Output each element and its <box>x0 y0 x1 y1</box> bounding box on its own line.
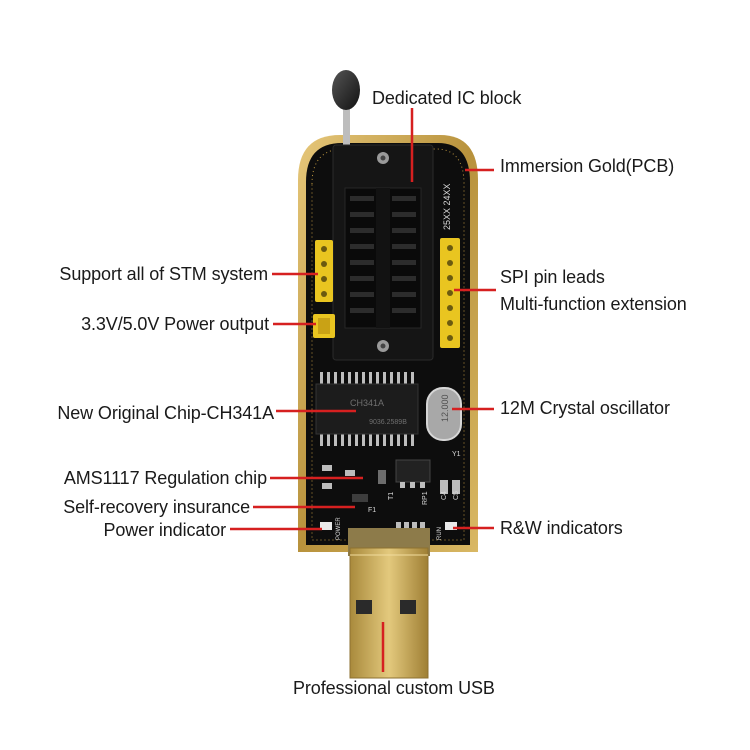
svg-text:RUN: RUN <box>437 527 443 540</box>
svg-text:12.000: 12.000 <box>440 394 450 422</box>
label-support-stm: Support all of STM system <box>59 264 268 284</box>
power-jumper <box>313 314 335 338</box>
label-multi-function: Multi-function extension <box>500 294 687 314</box>
ch341a-chip: CH341A 9036.2589B <box>315 372 419 446</box>
svg-text:C4: C4 <box>441 491 448 500</box>
label-power-indicator: Power indicator <box>103 520 226 540</box>
label-self-recovery: Self-recovery insurance <box>63 497 250 517</box>
svg-text:CH341A: CH341A <box>350 398 384 408</box>
label-power-output: 3.3V/5.0V Power output <box>81 314 269 334</box>
label-professional-usb: Professional custom USB <box>293 678 495 698</box>
label-crystal-oscillator: 12M Crystal oscillator <box>500 398 670 418</box>
silk-25xx-24xx: 25XX 24XX <box>442 183 452 230</box>
label-ams1117: AMS1117 Regulation chip <box>63 468 267 488</box>
crystal-oscillator: 12.000 <box>426 387 462 441</box>
svg-text:T1: T1 <box>388 492 395 500</box>
label-dedicated-ic-block: Dedicated IC block <box>372 88 522 108</box>
zif-contacts <box>350 196 416 313</box>
stm-header <box>315 240 333 302</box>
zif-lever-knob <box>332 70 360 110</box>
label-rw-indicators: R&W indicators <box>500 518 623 538</box>
run-led: RUN <box>437 522 457 540</box>
label-immersion-gold: Immersion Gold(PCB) <box>500 156 675 176</box>
svg-text:RP1: RP1 <box>422 491 429 505</box>
svg-text:POWER: POWER <box>336 517 342 540</box>
ams1117-regulator <box>395 459 431 488</box>
label-ch341a: New Original Chip-CH341A <box>57 403 274 423</box>
svg-text:C5: C5 <box>453 491 460 500</box>
usb-connector <box>348 528 430 679</box>
label-spi-pin-leads: SPI pin leads <box>500 267 605 287</box>
spi-header <box>440 238 460 348</box>
power-led: POWER <box>320 517 342 540</box>
svg-text:F1: F1 <box>368 507 376 514</box>
leader-lines <box>230 108 496 672</box>
svg-text:9036.2589B: 9036.2589B <box>369 419 407 426</box>
self-recovery-fuse <box>352 494 368 502</box>
svg-text:Y1: Y1 <box>452 451 461 458</box>
